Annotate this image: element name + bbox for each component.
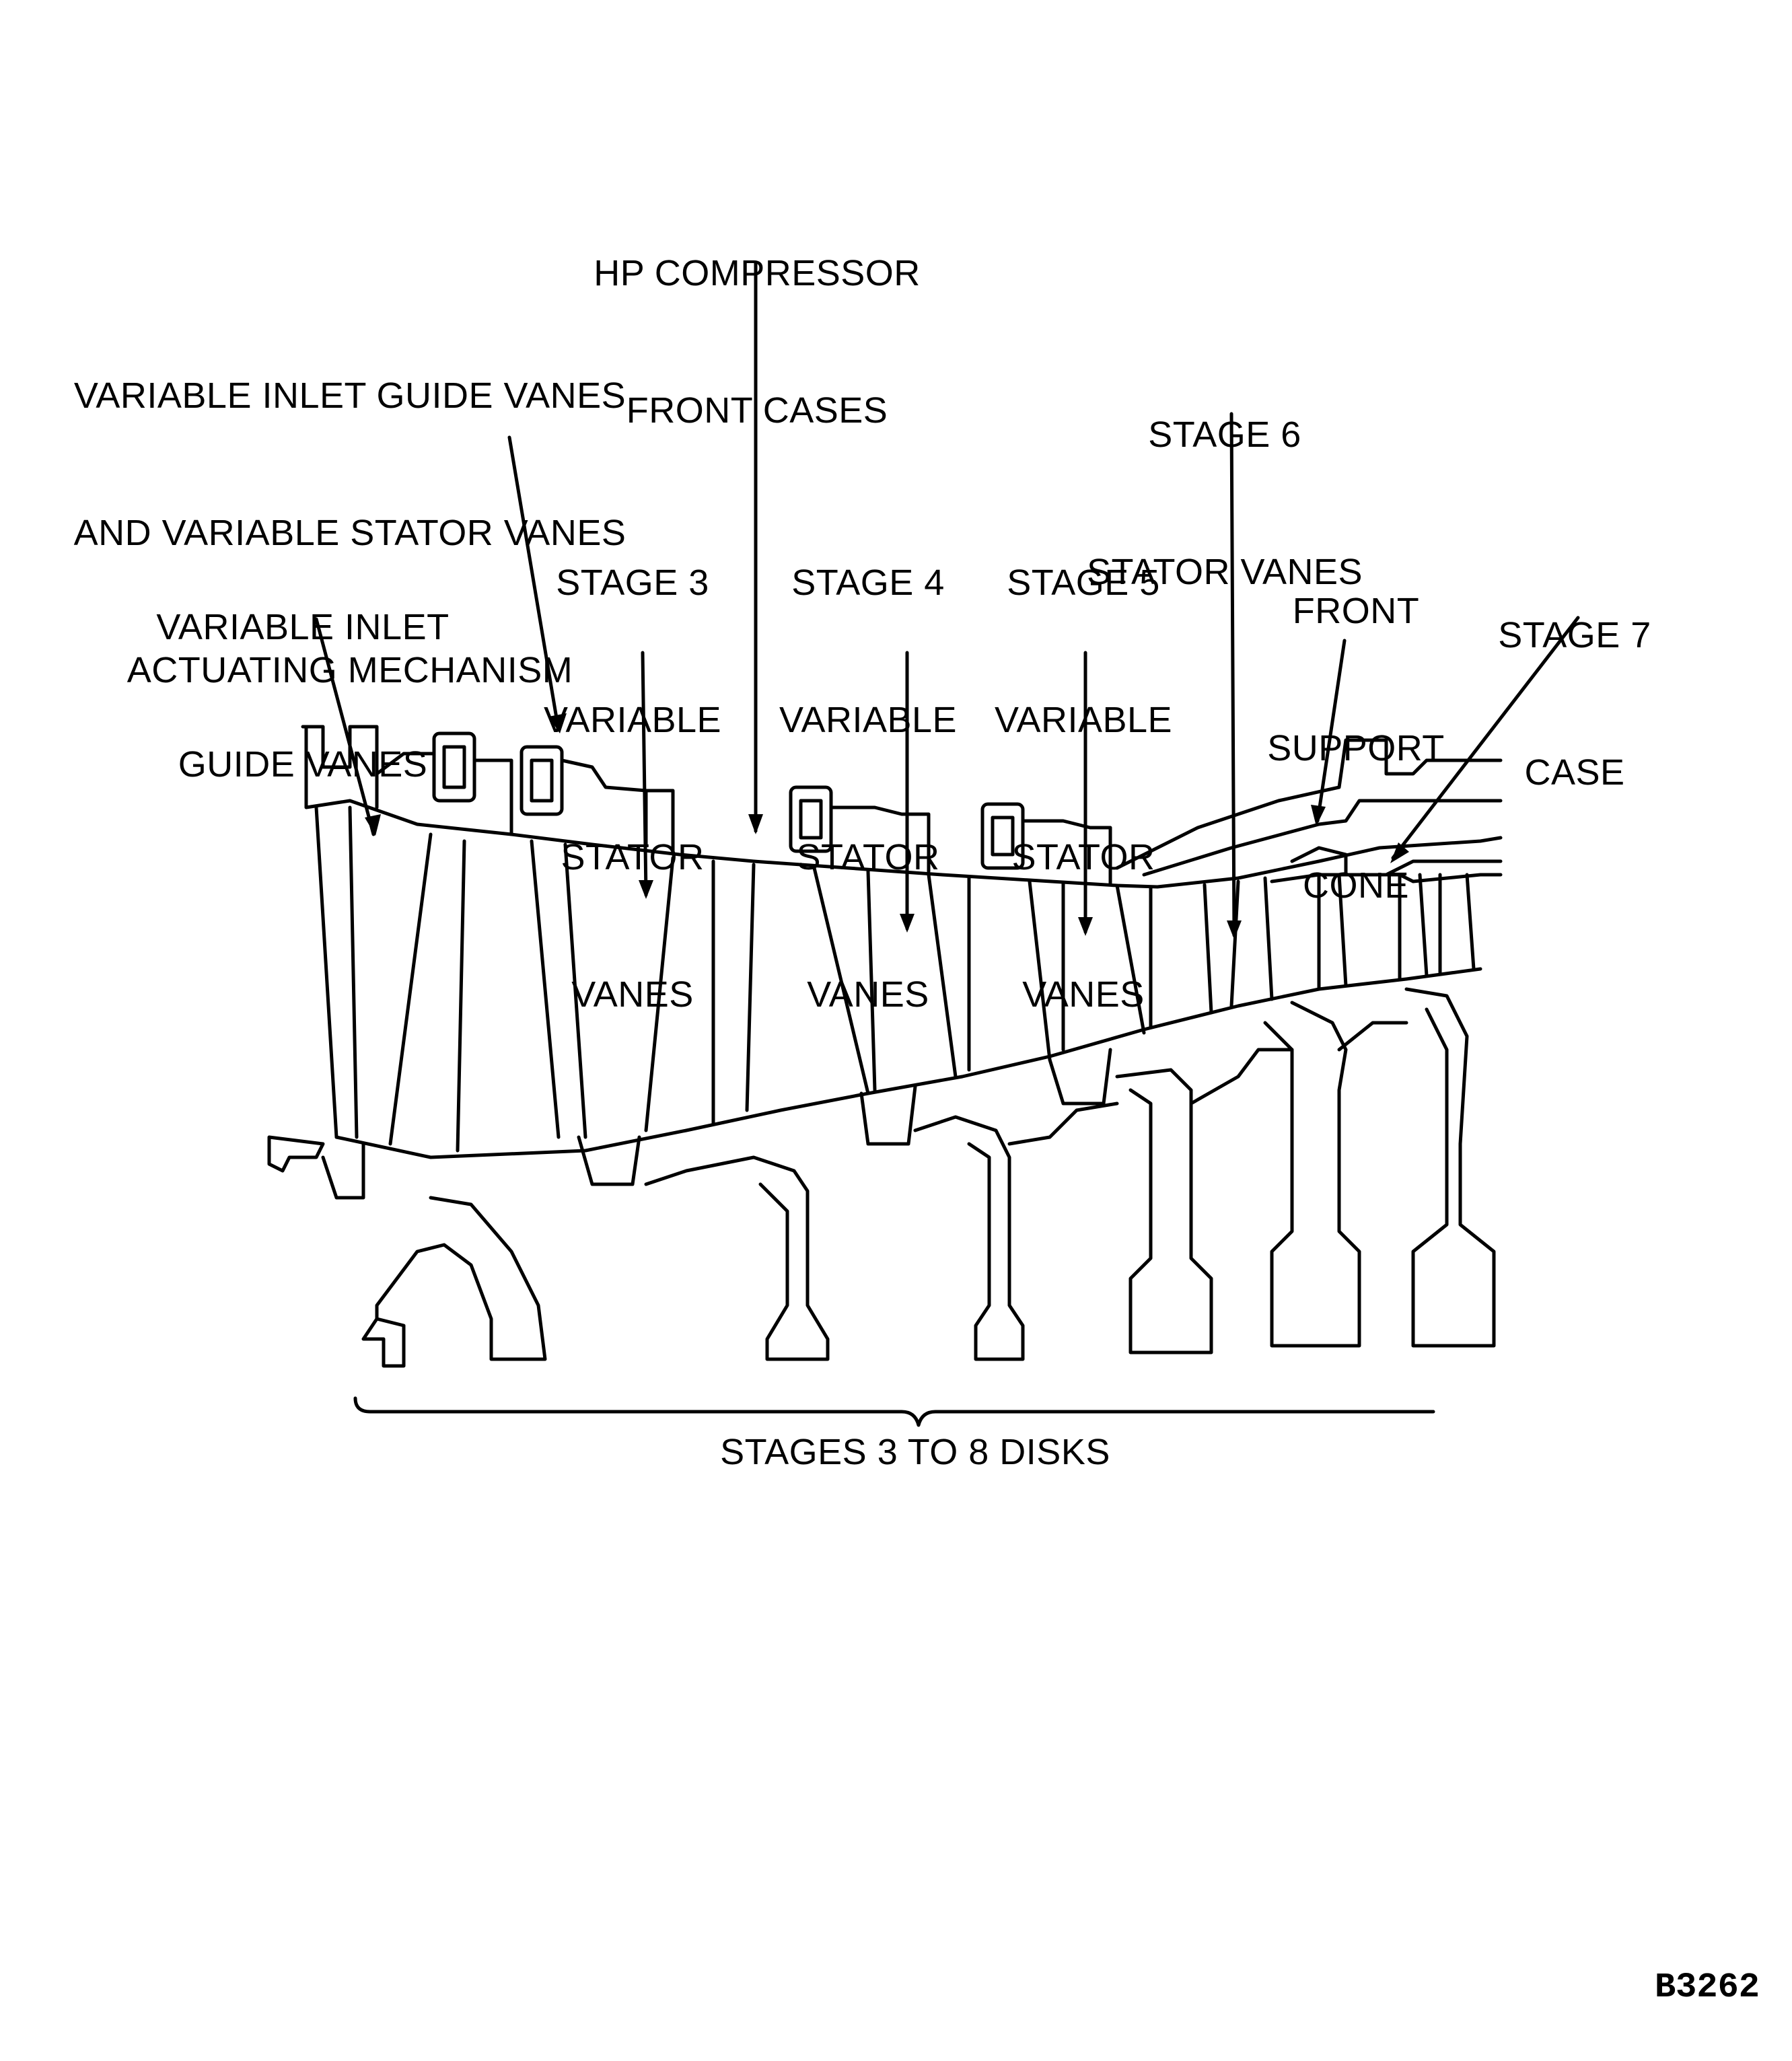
actuator-ring-stage5 xyxy=(980,802,1112,887)
label-line: ACTUATING MECHANISM xyxy=(127,650,573,690)
rotor-blade-4 xyxy=(1061,881,1146,1052)
inlet-lip xyxy=(267,1135,325,1173)
label-line: STAGE 7 xyxy=(1498,615,1651,655)
stage5-stator-vane xyxy=(967,876,1052,1072)
rotor-blade-6 xyxy=(1317,873,1348,991)
label-line: STAGE 5 xyxy=(1007,563,1160,603)
label-line: VARIABLE INLET xyxy=(156,607,450,647)
label-stage6-stator-vanes: STAGE 6 STATOR VANES xyxy=(1077,320,1373,641)
disk-stage8 xyxy=(1404,987,1496,1348)
rotor-blade-7 xyxy=(1398,873,1429,981)
label-line: STATOR VANES xyxy=(1086,552,1363,592)
label-line: CASE xyxy=(1524,752,1625,793)
label-stage7-case: STAGE 7 CASE xyxy=(1480,521,1669,841)
rotor-blade-1 xyxy=(388,832,466,1153)
label-line: FRONT xyxy=(1292,591,1420,631)
actuator-ring-igv xyxy=(375,731,513,836)
label-stages-3-to-8-disks: STAGES 3 TO 8 DISKS xyxy=(720,1432,1110,1472)
label-hp-compressor-front-cases: HP COMPRESSOR FRONT CASES xyxy=(585,159,929,479)
label-line: VARIABLE xyxy=(779,700,958,740)
stage6-stator-vane xyxy=(1149,883,1213,1028)
stage4-stator-vane xyxy=(745,863,870,1112)
label-line: FRONT CASES xyxy=(626,390,888,431)
label-line: STAGE 6 xyxy=(1148,414,1301,455)
label-line: VARIABLE INLET GUIDE VANES xyxy=(73,375,626,416)
label-line: HP COMPRESSOR xyxy=(594,253,921,293)
rotor-blade-8 xyxy=(1438,873,1476,974)
label-line: STAGE 3 xyxy=(556,563,709,603)
label-line: VANES xyxy=(571,974,694,1015)
label-line: GUIDE VANES xyxy=(178,744,428,785)
stage7-case xyxy=(1270,873,1503,883)
label-actuating-mechanism: VARIABLE INLET GUIDE VANES AND VARIABLE … xyxy=(54,281,646,739)
disk-stage7 xyxy=(1263,1001,1361,1348)
figure-id: B3262 xyxy=(1654,1967,1760,2007)
disk-stage5 xyxy=(913,1115,1025,1361)
label-line: VARIABLE xyxy=(994,700,1173,740)
inlet-guide-vane xyxy=(314,805,359,1139)
disks-bracket xyxy=(353,1396,1435,1427)
label-stage4-variable-stator-vanes: STAGE 4 VARIABLE STATOR VANES xyxy=(774,468,962,1063)
leader-stage7-case xyxy=(1391,616,1580,860)
rotor-blade-5 xyxy=(1229,876,1274,1008)
leader-front-support-cone xyxy=(1316,639,1347,823)
label-line: AND VARIABLE STATOR VANES xyxy=(73,513,626,553)
leader-inlet-guide-vanes xyxy=(314,617,375,836)
label-line: STATOR xyxy=(796,837,940,877)
leader-stage3 xyxy=(641,651,648,897)
front-support-cone xyxy=(1115,738,1503,870)
leader-stage6 xyxy=(1229,412,1236,937)
label-line: STATOR xyxy=(561,837,705,877)
label-line: STAGE 4 xyxy=(791,563,945,603)
outer-casing xyxy=(304,725,1503,889)
label-line: STATOR xyxy=(1011,837,1155,877)
rotor-blade-2 xyxy=(644,856,715,1132)
leader-actuating-mechanism xyxy=(507,435,561,732)
stage3-stator-vane xyxy=(530,839,587,1139)
label-stage5-variable-stator-vanes: STAGE 5 VARIABLE STATOR VANES xyxy=(989,468,1178,1063)
label-front-support-cone: FRONT SUPPORT CONE xyxy=(1258,497,1454,954)
label-line: VANES xyxy=(807,974,929,1015)
label-variable-inlet-guide-vanes: VARIABLE INLET GUIDE VANES xyxy=(141,513,464,833)
actuator-ring-stage4 xyxy=(789,785,931,873)
label-line: CONE xyxy=(1302,865,1409,906)
label-line: VARIABLE xyxy=(543,700,722,740)
label-stage3-variable-stator-vanes: STAGE 3 VARIABLE STATOR VANES xyxy=(538,468,727,1063)
label-line: VANES xyxy=(1022,974,1145,1015)
disk-stage6 xyxy=(1115,1068,1213,1354)
label-line: SUPPORT xyxy=(1267,728,1445,768)
disk-stage4 xyxy=(644,1155,830,1361)
disk-stage3 xyxy=(361,1196,547,1368)
rotor-blade-3 xyxy=(866,869,958,1092)
